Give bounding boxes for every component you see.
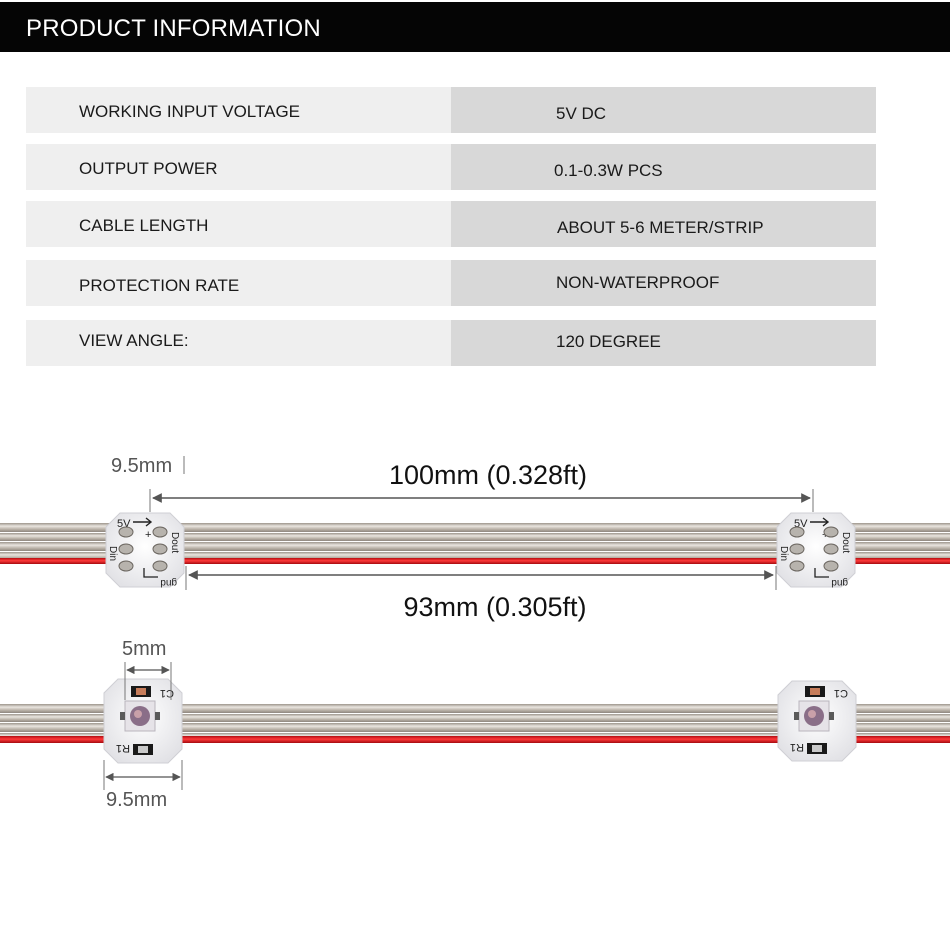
silver-wire: [0, 523, 950, 532]
pcb-label-r1: R1: [790, 741, 804, 753]
spec-row: CABLE LENGTH ABOUT 5-6 METER/STRIP: [26, 201, 876, 247]
pcb-label-gnd: gnd: [831, 577, 848, 588]
spec-value: ABOUT 5-6 METER/STRIP: [557, 218, 764, 237]
spec-row: WORKING INPUT VOLTAGE 5V DC: [26, 87, 876, 133]
spec-label: VIEW ANGLE:: [79, 331, 189, 350]
spec-label: CABLE LENGTH: [79, 216, 209, 235]
solder-pad: [152, 526, 168, 538]
spec-label: OUTPUT POWER: [79, 159, 218, 178]
silver-wire: [0, 552, 950, 560]
page-title: PRODUCT INFORMATION: [26, 15, 321, 42]
spec-value-cell: ABOUT 5-6 METER/STRIP: [451, 201, 876, 247]
pcb-back-left: 5V + Din Dout gnd: [105, 512, 185, 588]
bottom-pcb-width-label: 9.5mm: [106, 789, 167, 811]
pcb-label-dout: Dout: [840, 532, 851, 553]
solder-pad: [823, 560, 839, 572]
led-width-label: 5mm: [122, 638, 166, 660]
silver-wire: [0, 704, 950, 713]
spec-value: 0.1-0.3W PCS: [554, 161, 663, 180]
pcb-label-gnd: gnd: [160, 577, 177, 588]
pcb-label-dout: Dout: [169, 532, 180, 553]
bottom-wire-bundle: [0, 704, 950, 743]
spec-value-cell: 5V DC: [451, 87, 876, 133]
silver-wire: [0, 533, 950, 541]
spec-value: 5V DC: [556, 104, 607, 123]
spec-value-cell: 0.1-0.3W PCS: [451, 144, 876, 190]
spec-row: OUTPUT POWER 0.1-0.3W PCS: [26, 144, 876, 190]
solder-pad: [823, 543, 839, 555]
red-wire: [0, 558, 950, 564]
solder-pad: [118, 560, 134, 572]
pcb-front-right: C1 R1: [777, 680, 857, 762]
arrow-icon: [814, 568, 829, 578]
silver-wire: [0, 714, 950, 722]
solder-pad: [152, 543, 168, 555]
pcb-label-din: Din: [107, 546, 118, 561]
spec-value: 120 DEGREE: [556, 332, 661, 351]
spec-label-cell: WORKING INPUT VOLTAGE: [26, 87, 451, 133]
pcb-back-right: 5V + Din Dout gnd: [776, 512, 856, 588]
silver-wire: [0, 542, 950, 551]
pcb-label-din: Din: [778, 546, 789, 561]
spec-label-cell: VIEW ANGLE:: [26, 320, 451, 366]
led-strip-dimension-diagram: 5V + Din Dout gnd 5V + Din Dout: [0, 455, 950, 811]
spec-label: PROTECTION RATE: [79, 276, 240, 295]
bottom-strip: C1 R1 C1 R1 5mm: [0, 638, 950, 811]
top-pcb-width-label: 9.5mm: [111, 455, 172, 477]
solder-pad: [118, 526, 134, 538]
spec-label-cell: PROTECTION RATE: [26, 260, 451, 306]
solder-pad: [152, 560, 168, 572]
solder-pad: [789, 560, 805, 572]
pcb-label-r1: R1: [116, 742, 130, 754]
pitch-label: 100mm (0.328ft): [389, 460, 587, 490]
solder-pad: [118, 543, 134, 555]
spec-label: WORKING INPUT VOLTAGE: [79, 102, 301, 121]
arrow-icon: [143, 568, 158, 578]
solder-pad: [789, 526, 805, 538]
spec-table: WORKING INPUT VOLTAGE 5V DC OUTPUT POWER…: [26, 87, 876, 366]
top-wire-bundle: [0, 523, 950, 564]
gap-label: 93mm (0.305ft): [403, 592, 586, 622]
red-wire: [0, 736, 950, 743]
spec-value: NON-WATERPROOF: [556, 273, 720, 292]
spec-label-cell: OUTPUT POWER: [26, 144, 451, 190]
pcb-label-plus: +: [145, 529, 151, 541]
pcb-label-c1: C1: [160, 687, 174, 699]
silver-wire: [0, 723, 950, 732]
solder-pad: [823, 526, 839, 538]
header-bar: PRODUCT INFORMATION: [0, 2, 950, 52]
spec-value-cell: 120 DEGREE: [451, 320, 876, 366]
pcb-label-c1: C1: [834, 687, 848, 699]
solder-pad: [789, 543, 805, 555]
spec-row: PROTECTION RATE NON-WATERPROOF: [26, 260, 876, 306]
spec-value-cell: NON-WATERPROOF: [451, 260, 876, 306]
pcb-front-left: C1 R1: [103, 678, 183, 764]
top-strip: 5V + Din Dout gnd 5V + Din Dout: [0, 455, 950, 622]
spec-row: VIEW ANGLE: 120 DEGREE: [26, 320, 876, 366]
spec-label-cell: CABLE LENGTH: [26, 201, 451, 247]
